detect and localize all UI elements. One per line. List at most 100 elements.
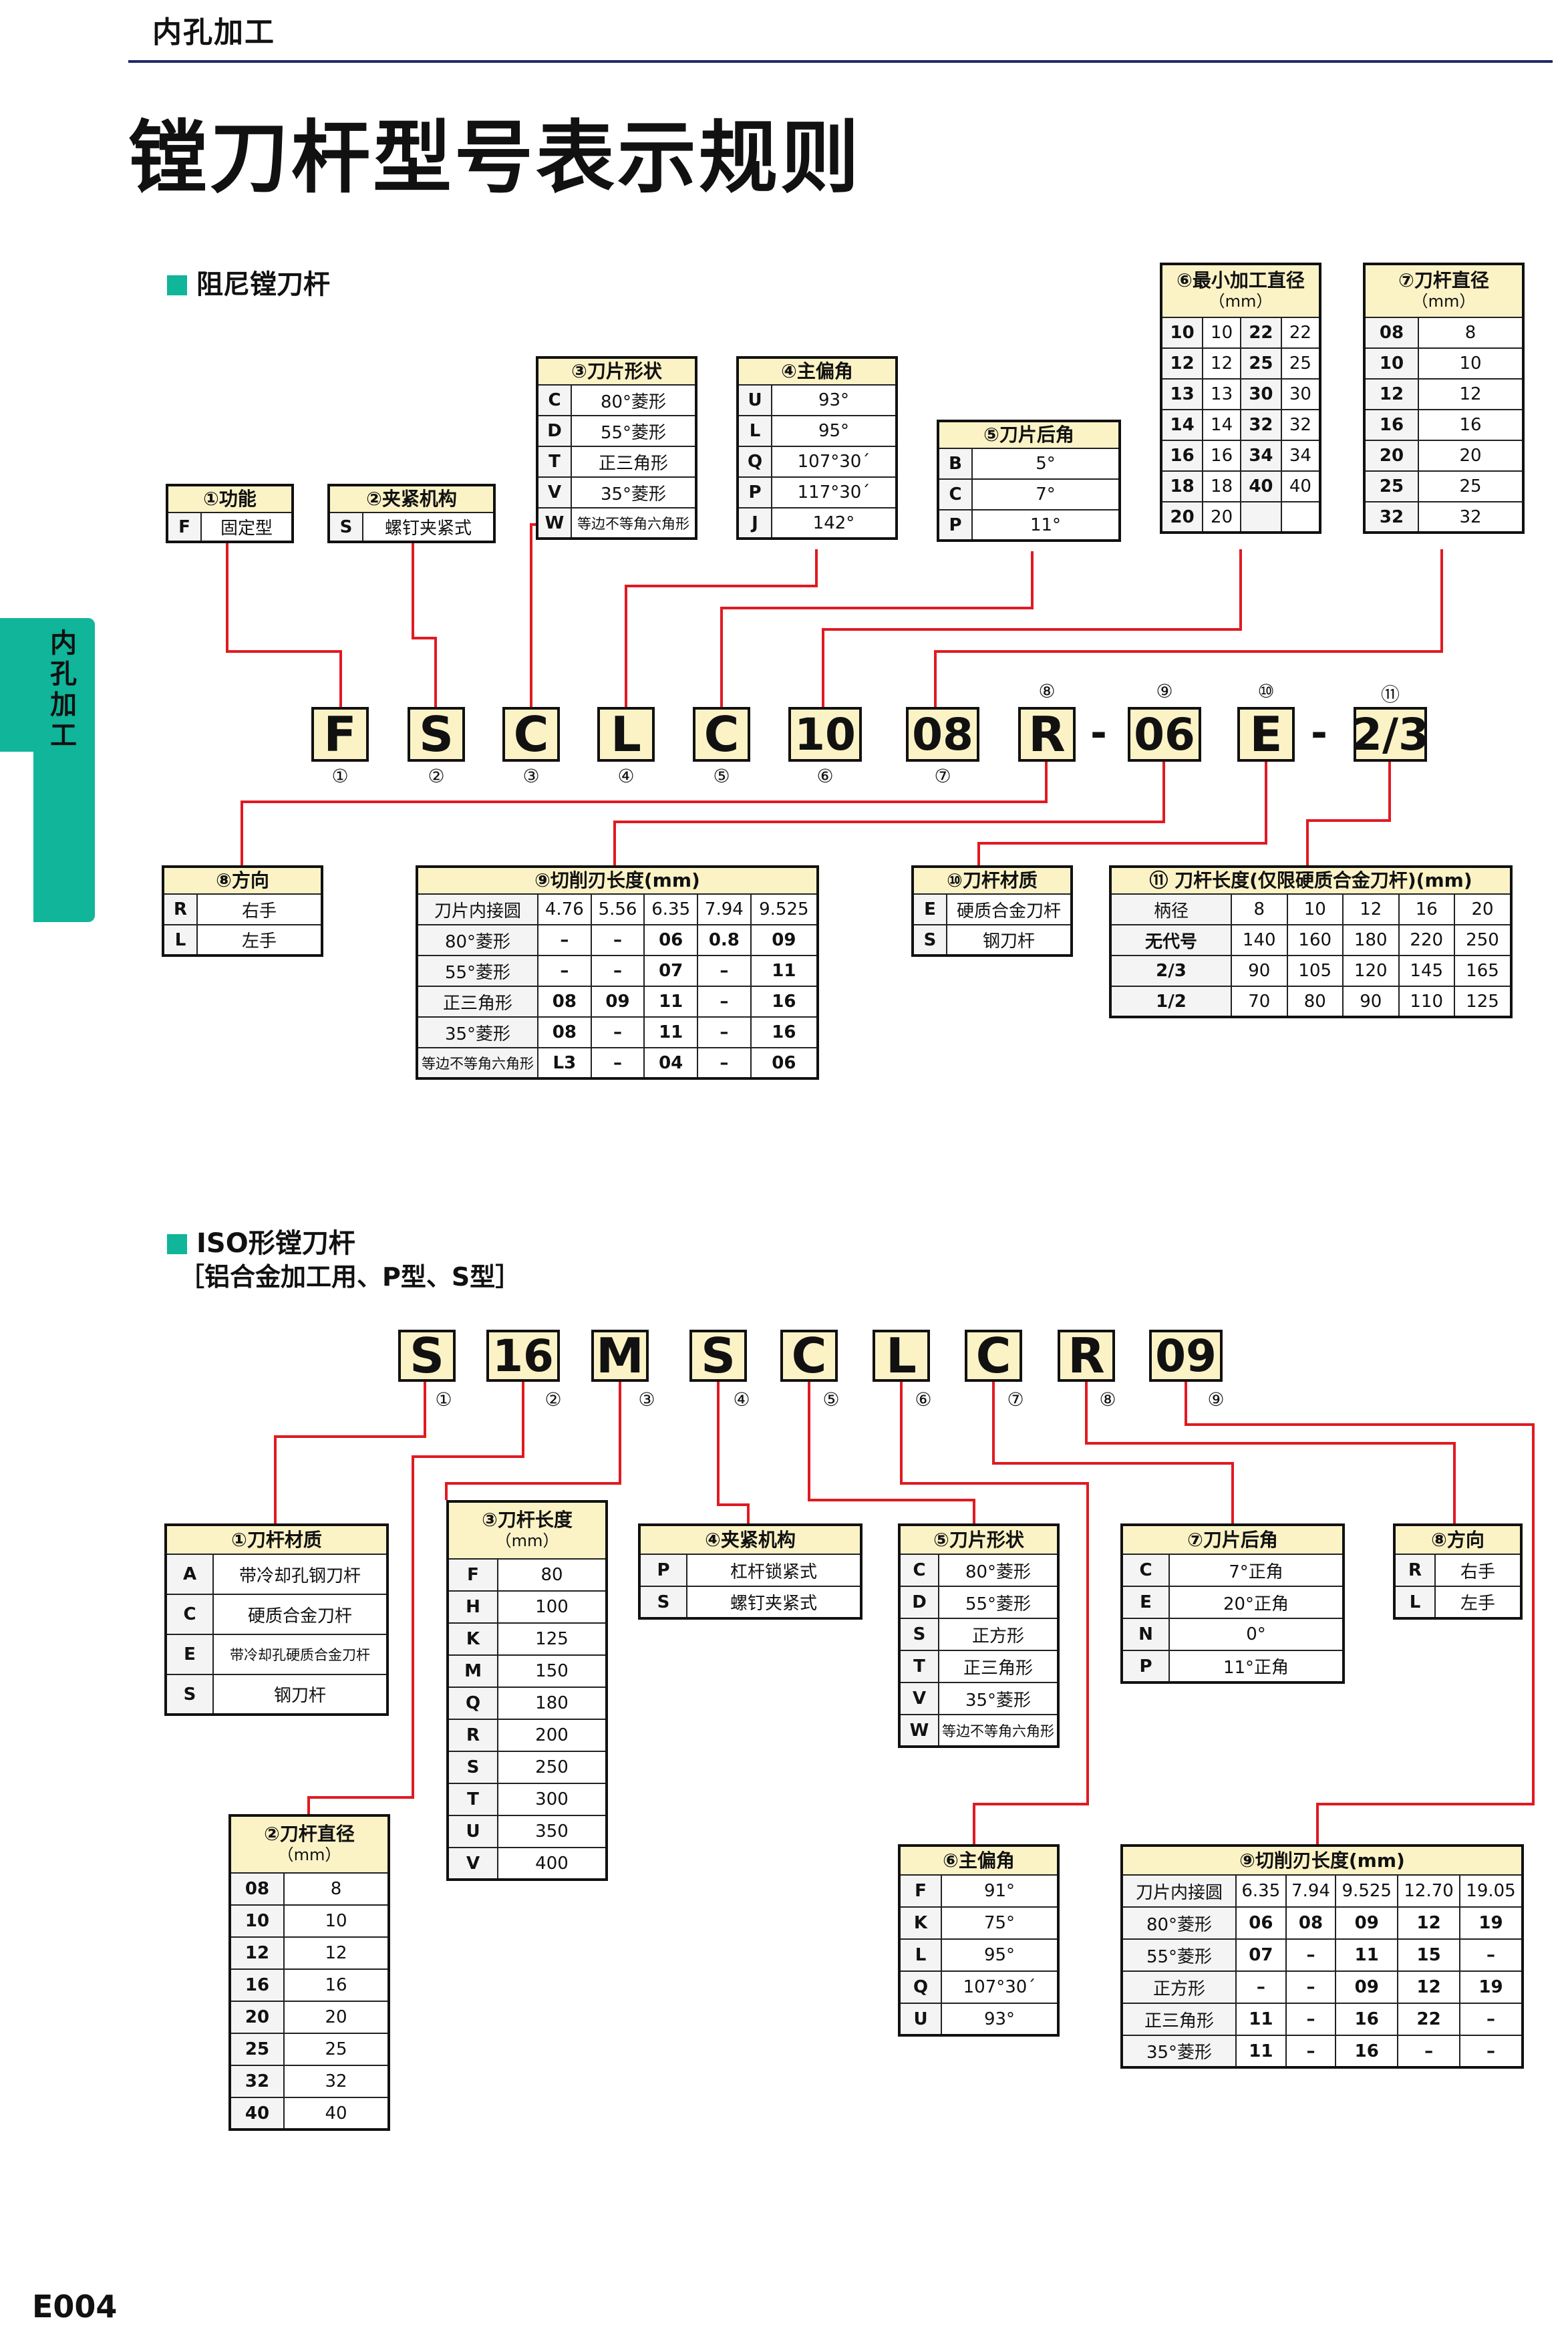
table-cell: F xyxy=(899,1874,942,1908)
table-cell: 150 xyxy=(497,1654,607,1688)
table-cell: 80°菱形 xyxy=(571,384,697,416)
code-number: ① xyxy=(435,1388,452,1411)
table-cell: 16 xyxy=(750,1016,819,1048)
table-cell: 16 xyxy=(1335,2035,1399,2068)
table-cell: 55°菱形 xyxy=(1121,1938,1237,1972)
table-cell: 80 xyxy=(497,1558,607,1592)
table-cell: 固定型 xyxy=(200,512,293,543)
table-cell: 右手 xyxy=(1434,1554,1522,1587)
table-cell: 22 xyxy=(1397,2003,1460,2036)
table-cell: P xyxy=(737,476,772,508)
table-cell: – xyxy=(697,986,752,1018)
table-cell: 16 xyxy=(1398,893,1455,925)
table-cell: 12 xyxy=(1397,1970,1460,2004)
table-cell: 16 xyxy=(1418,409,1524,441)
table-cell: 10 xyxy=(1364,347,1419,380)
table-title: ⑨切削刃长度(mm) xyxy=(416,866,818,895)
table-cell: W xyxy=(536,507,572,539)
table-cell: 19 xyxy=(1459,1970,1523,2004)
table-cell: 9.525 xyxy=(750,893,819,925)
table-cell: – xyxy=(590,1016,645,1048)
table-cell: 12 xyxy=(1202,347,1241,380)
table-cell: 91° xyxy=(941,1874,1059,1908)
table-cell: 12 xyxy=(1418,378,1524,410)
table-cell: 15 xyxy=(1397,1938,1460,1972)
table-cell: 75° xyxy=(941,1906,1059,1940)
table-cell: S xyxy=(447,1751,498,1784)
table-cell: 20 xyxy=(1418,440,1524,472)
connector-line xyxy=(226,540,342,707)
table-cell: 180 xyxy=(1342,924,1400,956)
table-cell: 钢刀杆 xyxy=(212,1674,388,1715)
table-cell: 160 xyxy=(1286,924,1344,956)
table-cell: 12 xyxy=(1160,347,1204,380)
table-cell: U xyxy=(447,1815,498,1848)
table-cell: 刀片内接圆 xyxy=(1121,1874,1237,1908)
table-cell: L xyxy=(737,415,772,447)
table-cell: 32 xyxy=(1280,409,1321,441)
connector-line xyxy=(900,1382,1089,1844)
table-cell: 11 xyxy=(643,1016,699,1048)
table-cell: C xyxy=(937,478,973,510)
table-title: ⑤刀片后角 xyxy=(937,420,1120,449)
table-cell: 12 xyxy=(1342,893,1400,925)
table-cell: 35°菱形 xyxy=(938,1682,1059,1715)
table-title: ⑦刀片后角 xyxy=(1121,1524,1344,1555)
code-box-8: R xyxy=(1018,706,1076,762)
table-cell: 螺钉夹紧式 xyxy=(362,512,495,543)
table-cell: B xyxy=(937,448,973,480)
code-number: ⑪ xyxy=(1380,684,1400,706)
table-cell: 32 xyxy=(1364,501,1419,533)
table-cell: 80°菱形 xyxy=(1121,1906,1237,1940)
table-cell: 06 xyxy=(1235,1906,1287,1940)
table-cell: 10 xyxy=(283,1904,389,1938)
table-cell: 200 xyxy=(497,1719,607,1752)
table-cell: 32 xyxy=(1239,409,1282,441)
table-unit: （mm） xyxy=(277,1846,341,1864)
table-title: ②夹紧机构 xyxy=(328,484,495,513)
table-cell: 11 xyxy=(643,986,699,1018)
code-number: ⑥ xyxy=(816,765,834,787)
connector-line xyxy=(445,1382,621,1500)
table-cell: – xyxy=(1459,2035,1523,2068)
table-cell: 14 xyxy=(1202,409,1241,441)
table-cell: V xyxy=(536,476,572,508)
table-cell: 11°正角 xyxy=(1168,1650,1344,1683)
table-cell: W xyxy=(899,1714,939,1747)
table-cell xyxy=(1280,501,1321,533)
table-cell: – xyxy=(1285,1938,1337,1972)
table-cell: 32 xyxy=(1418,501,1524,533)
table-cell: 16 xyxy=(283,1968,389,2002)
table-cell: L3 xyxy=(537,1047,592,1079)
connector-line xyxy=(625,549,818,707)
table-cell: V xyxy=(447,1847,498,1880)
table-cell: 400 xyxy=(497,1847,607,1880)
table-cell: U xyxy=(737,384,772,416)
table-cell: 93° xyxy=(771,384,897,416)
table-cell: 16 xyxy=(1335,2003,1399,2036)
table-cell: E xyxy=(1121,1586,1170,1619)
table-cell: 20 xyxy=(1202,501,1241,533)
table-cell: C xyxy=(536,384,572,416)
table-cell: 120 xyxy=(1342,955,1400,987)
table-cell: V xyxy=(899,1682,939,1715)
table-cell: – xyxy=(697,1016,752,1048)
code-number: ⑦ xyxy=(1007,1388,1024,1411)
table-cell: 4.76 xyxy=(537,893,592,925)
table-cell: 70 xyxy=(1231,986,1288,1018)
table-cell: – xyxy=(697,1047,752,1079)
table-cell: T xyxy=(536,446,572,478)
table-cell: – xyxy=(1285,2003,1337,2036)
table-cell: 250 xyxy=(497,1751,607,1784)
code-box-1: S xyxy=(398,1328,456,1384)
table-cell: 125 xyxy=(1454,986,1512,1018)
code-number: ⑨ xyxy=(1156,680,1173,702)
